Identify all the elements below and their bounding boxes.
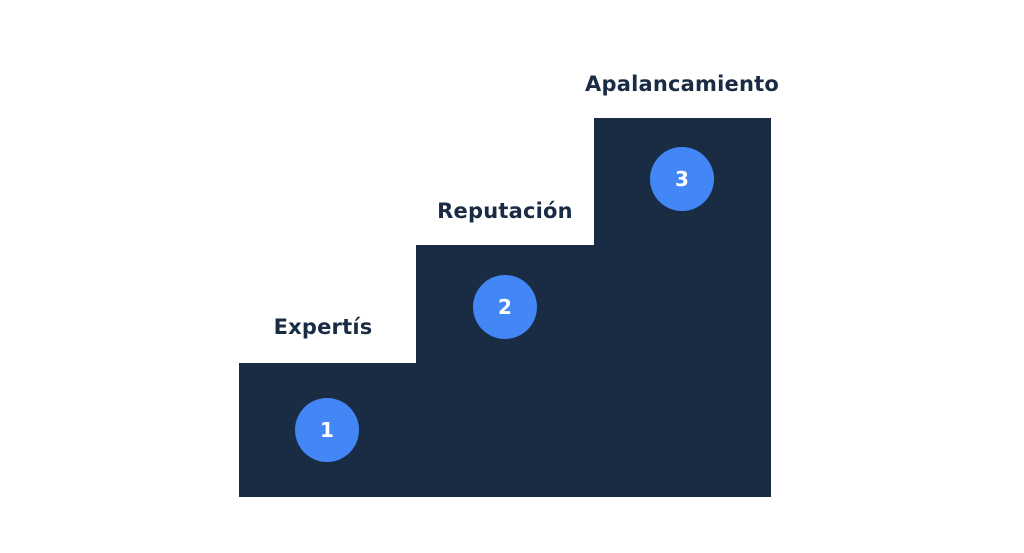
step-2-number-badge: 2 [473, 275, 537, 339]
step-3-label: Apalancamiento [585, 72, 779, 96]
step-1-number-badge: 1 [295, 398, 359, 462]
step-1-label: Expertís [273, 315, 373, 339]
step-3-number-badge: 3 [650, 147, 714, 211]
step-2-label: Reputación [437, 199, 573, 223]
